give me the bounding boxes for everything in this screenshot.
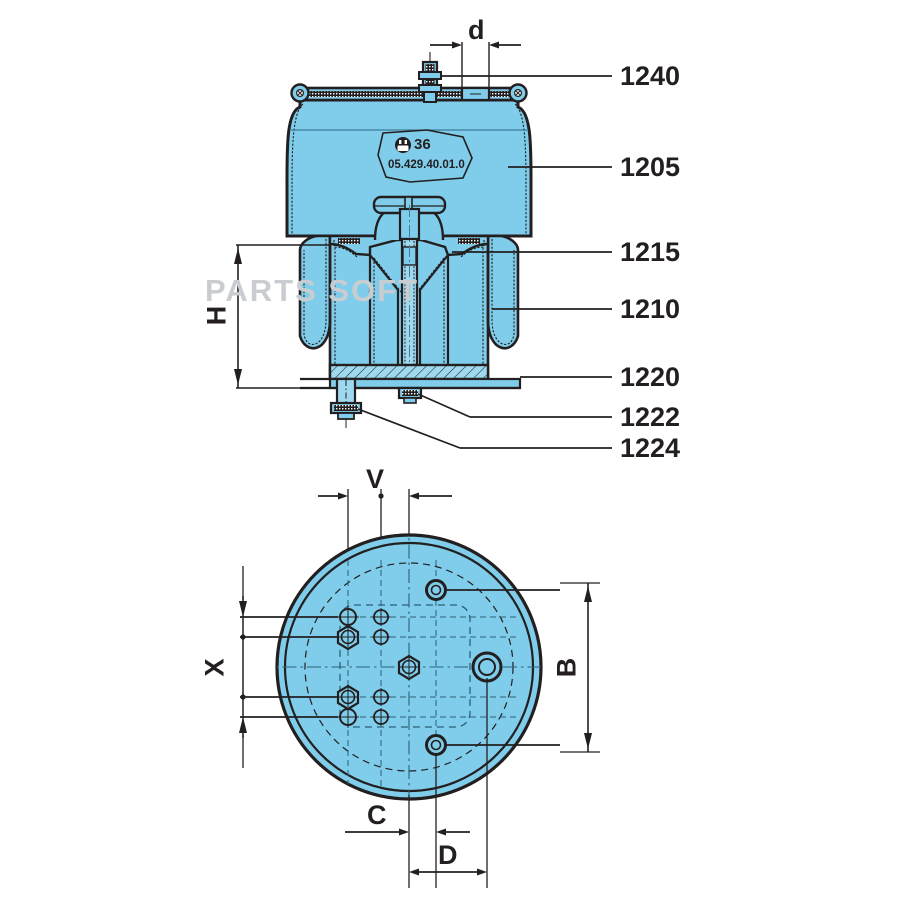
callout-1220: 1220 bbox=[620, 362, 681, 392]
top-stud-1240 bbox=[418, 52, 442, 103]
tag-size-code: 36 bbox=[414, 136, 431, 153]
callout-1240: 1240 bbox=[620, 61, 681, 91]
dimension-label-C: C bbox=[367, 800, 387, 830]
callout-1210: 1210 bbox=[620, 294, 681, 324]
bottom-plan-view bbox=[239, 489, 600, 888]
mounting-stud-top bbox=[425, 579, 447, 601]
callout-1224: 1224 bbox=[620, 433, 681, 463]
callout-1215: 1215 bbox=[620, 237, 681, 267]
small-hole bbox=[372, 628, 390, 646]
product-tag-shape bbox=[377, 129, 473, 183]
dimension-label-V: V bbox=[366, 464, 385, 494]
plan-leaders bbox=[240, 589, 560, 746]
piston-assembly bbox=[298, 195, 520, 400]
dimension-X bbox=[239, 566, 247, 768]
watermark: PARTS SOFT bbox=[205, 273, 420, 308]
air-port-ring bbox=[471, 651, 503, 683]
hex-nut bbox=[336, 624, 360, 651]
lower-air-fitting-1224 bbox=[329, 377, 363, 428]
dimension-label-B: B bbox=[551, 657, 582, 678]
stud-hole bbox=[337, 606, 359, 628]
crimp-ring-left bbox=[290, 83, 310, 103]
dimension-label-d: d bbox=[468, 15, 485, 45]
dimension-B bbox=[560, 582, 600, 753]
callout-1222: 1222 bbox=[620, 402, 681, 432]
hex-nut bbox=[336, 684, 360, 711]
small-hole bbox=[372, 688, 390, 706]
center-bolt-nut-1222 bbox=[397, 386, 423, 404]
center-hex-nut bbox=[397, 654, 421, 681]
dimension-d bbox=[430, 41, 521, 92]
dimension-label-H: H bbox=[201, 305, 232, 326]
top-cover-plate bbox=[290, 83, 528, 103]
tag-part-code: 05.429.40.01.0 bbox=[388, 159, 465, 171]
manufacturer-logo-icon bbox=[395, 137, 411, 153]
crimp-ring-right bbox=[508, 83, 528, 103]
mounting-stud-bottom bbox=[425, 734, 447, 756]
top-port-box bbox=[460, 86, 491, 102]
small-hole bbox=[372, 708, 390, 726]
bottom-plate-1220 bbox=[300, 363, 522, 390]
callout-1205: 1205 bbox=[620, 152, 681, 182]
dimension-C-D bbox=[345, 678, 488, 888]
dimension-label-X: X bbox=[199, 658, 230, 677]
small-hole bbox=[372, 608, 390, 626]
dimension-H bbox=[234, 244, 330, 389]
callout-leaders bbox=[357, 75, 612, 449]
cross-section-view bbox=[234, 41, 612, 449]
plan-internal-details bbox=[277, 535, 541, 799]
dimension-label-D: D bbox=[438, 840, 458, 870]
